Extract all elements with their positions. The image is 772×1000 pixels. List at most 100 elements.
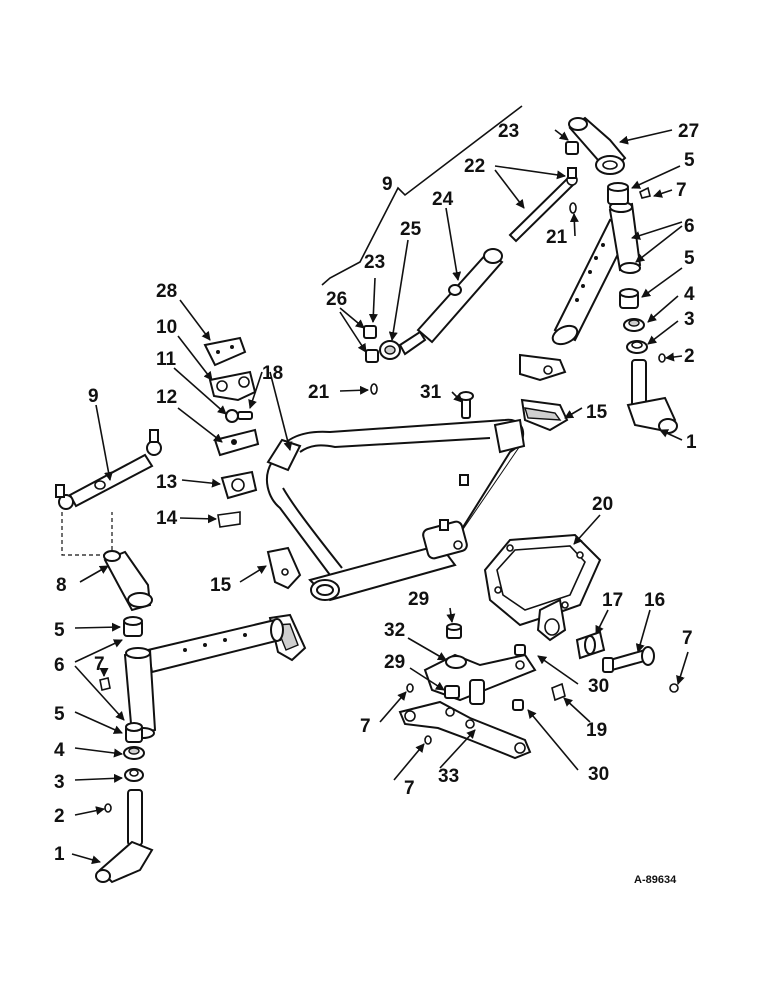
bellcrank-bushing-lower [444,685,460,699]
right-axle-extension [551,201,642,346]
clamp-upper-right [519,353,569,432]
callout-7-right: 7 [676,180,687,201]
left-axle-extension [123,618,284,739]
callout-7-link: 7 [404,778,415,799]
right-tie-rod [508,167,578,243]
left-spindle [95,789,154,884]
bushing [575,630,606,660]
leader-lines [71,129,689,865]
callout-14: 14 [156,508,178,529]
fitting-link [424,735,432,745]
callout-5-left-bottom: 5 [54,704,65,725]
left-bushing-bottom [125,722,143,743]
callout-26: 26 [326,289,347,310]
callout-10: 10 [156,317,177,338]
right-key [658,353,666,363]
callouts: 23 27 22 5 7 9 24 6 25 21 5 23 28 4 26 3… [54,121,699,865]
callout-23-left: 23 [364,252,385,273]
callout-6-left: 6 [54,655,65,676]
callout-2-right: 2 [684,346,695,367]
right-grease-fitting [639,186,651,199]
callout-13: 13 [156,472,177,493]
callout-6-right: 6 [684,216,695,237]
tie-rod-end-bushing [363,325,379,363]
callout-30-lower: 30 [588,764,609,785]
callout-23-right: 23 [498,121,519,142]
callout-4-left: 4 [54,740,65,761]
callout-3-right: 3 [684,309,695,330]
plate [203,336,247,367]
clamp-middle-left [266,546,307,662]
bracket-lower [220,470,258,500]
pivot-bolt [602,646,655,673]
right-bushing-bottom [619,288,639,309]
callout-9-left: 9 [88,386,99,407]
bracket-upper [208,370,257,402]
callout-22: 22 [464,156,485,177]
callout-21-lower: 21 [308,382,330,403]
drawing-number: A-89634 [634,874,677,886]
callout-29-lower: 29 [384,652,405,673]
callout-7-bolt: 7 [682,628,693,649]
callout-28: 28 [156,281,177,302]
callout-30-upper: 30 [588,676,609,697]
link-bushing-lower [512,699,524,711]
callout-12: 12 [156,387,177,408]
left-thrust-bearing [123,746,145,760]
callout-18: 18 [262,363,283,384]
callout-7-left: 7 [94,654,105,675]
callout-16: 16 [644,590,665,611]
callout-29-upper: 29 [408,589,429,610]
bellcrank-bushing-top [446,623,462,639]
fitting-bellcrank [406,683,414,693]
left-grease-fitting [99,677,111,691]
bracket-middle [213,428,260,457]
callout-8: 8 [56,575,67,596]
callout-15-left: 15 [210,575,232,596]
callout-4-right: 4 [684,284,695,305]
callout-20: 20 [592,494,613,515]
callout-19: 19 [586,720,607,741]
tie-rod-nut-upper [569,202,577,214]
shim [217,511,241,528]
callout-5-right-bottom: 5 [684,248,695,269]
callout-17: 17 [602,590,623,611]
right-steering-arm [568,116,627,175]
retainer-clip [551,682,566,702]
stud [458,391,474,419]
callout-27: 27 [678,121,699,142]
right-spindle [626,359,678,434]
right-washer [626,340,648,354]
callout-32: 32 [384,620,405,641]
right-bushing-top [607,182,629,205]
steering-link [398,700,532,760]
callout-33: 33 [438,766,459,787]
callout-25: 25 [400,219,422,240]
left-washer [124,768,144,782]
callout-24: 24 [432,189,454,210]
callout-9-upper: 9 [382,174,393,195]
group-bracket-9 [321,105,523,286]
right-tie-rod-bushing [565,141,579,155]
assembly-dashline [61,512,113,556]
ball-stud [225,409,253,423]
callout-1-left: 1 [54,844,65,865]
fitting-bolt [669,683,679,693]
left-steering-arm [103,550,153,612]
steering-gear-bracket [483,533,602,642]
callout-15-right: 15 [586,402,608,423]
callout-2-left: 2 [54,806,65,827]
tie-rod-nut-lower [370,383,378,395]
callout-1-right: 1 [686,432,697,453]
callout-3-left: 3 [54,772,65,793]
right-thrust-bearing [623,318,645,332]
bellcrank [423,653,537,705]
callout-5-right-top: 5 [684,150,695,171]
drag-link-tube [416,248,504,344]
callout-31: 31 [420,382,442,403]
left-key [104,803,112,813]
tie-rod-end-left [379,330,427,360]
callout-7-bellcrank: 7 [360,716,371,737]
left-bushing-top [123,616,143,637]
